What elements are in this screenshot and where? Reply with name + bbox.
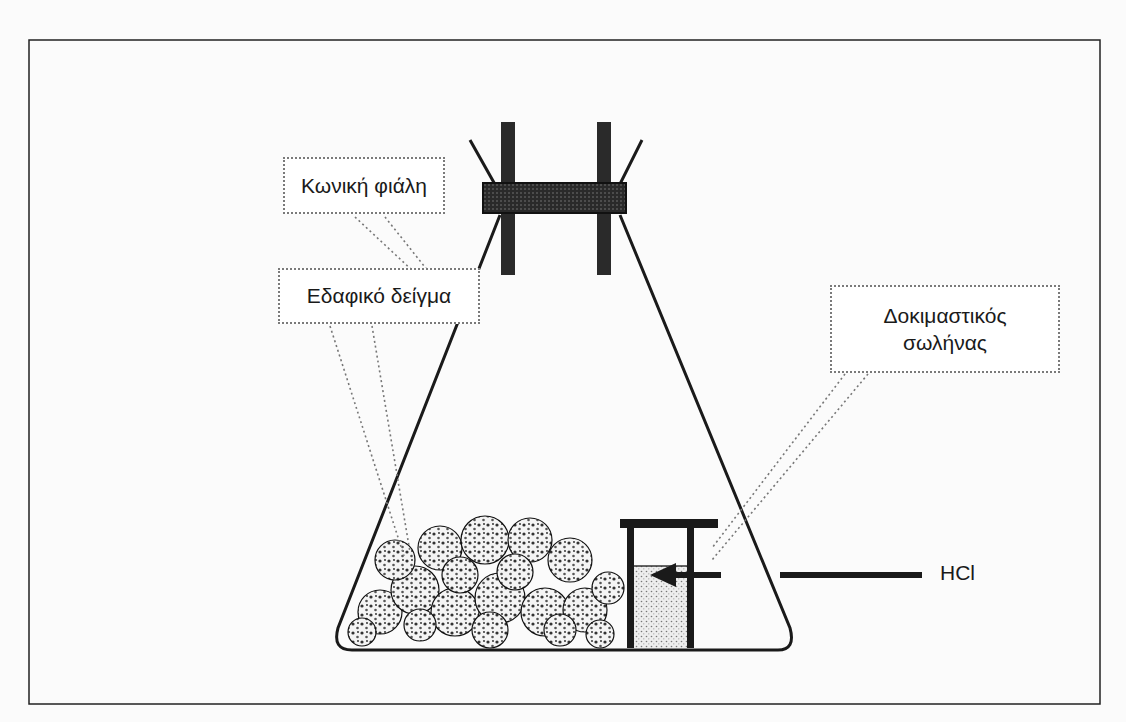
callout-text: Κωνική φιάλη <box>301 172 427 199</box>
callout-box: Δοκιμαστικός σωλήνας <box>830 285 1060 373</box>
callout-box: Κωνική φιάλη <box>283 157 445 214</box>
callout-box: Εδαφικό δείγμα <box>278 268 480 324</box>
callout-text: Δοκιμαστικός σωλήνας <box>844 302 1046 357</box>
chemical-label: HCl <box>938 561 977 585</box>
callout-text: Εδαφικό δείγμα <box>307 282 451 309</box>
